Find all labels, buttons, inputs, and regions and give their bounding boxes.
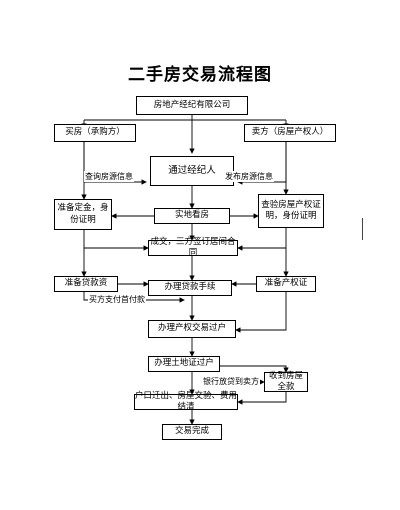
scrollbar-indicator[interactable] [362,218,363,240]
edge-label-bank-loan: 银行放贷到卖方 [202,376,260,387]
node-loan-process: 办理贷款手续 [148,280,232,296]
node-transfer: 办理产权交易过户 [148,320,236,338]
node-seller: 卖方（房屋产权人） [244,124,336,142]
node-viewing: 实地看房 [154,208,230,224]
node-loan-docs: 准备贷款资 [54,276,118,292]
edge-label-down-payment: 买方支付首付款 [88,294,146,305]
node-buyer: 买房（承购方） [54,124,136,142]
page-title: 二手房交易流程图 [128,65,272,85]
node-agency: 房地产经纪有限公司 [136,96,248,115]
node-broker: 通过经纪人 [150,156,234,186]
node-receive: 收到房屋全款 [264,371,308,392]
node-prepare-deposit: 准备定金，身份证明 [54,199,112,230]
node-title-cert: 准备产权证 [256,276,316,292]
node-handover: 户口迁出、房屋交验、费用结清 [134,390,238,412]
edge-label-query: 查询房源信息 [84,171,134,182]
edge-label-publish: 发布房源信息 [224,171,274,182]
node-verify: 查验房屋产权证明，身份证明 [258,194,324,228]
node-contract: 成交，三方签订居间合同 [148,237,238,258]
node-land: 办理土地证过户 [148,356,220,372]
node-done: 交易完成 [162,424,222,440]
